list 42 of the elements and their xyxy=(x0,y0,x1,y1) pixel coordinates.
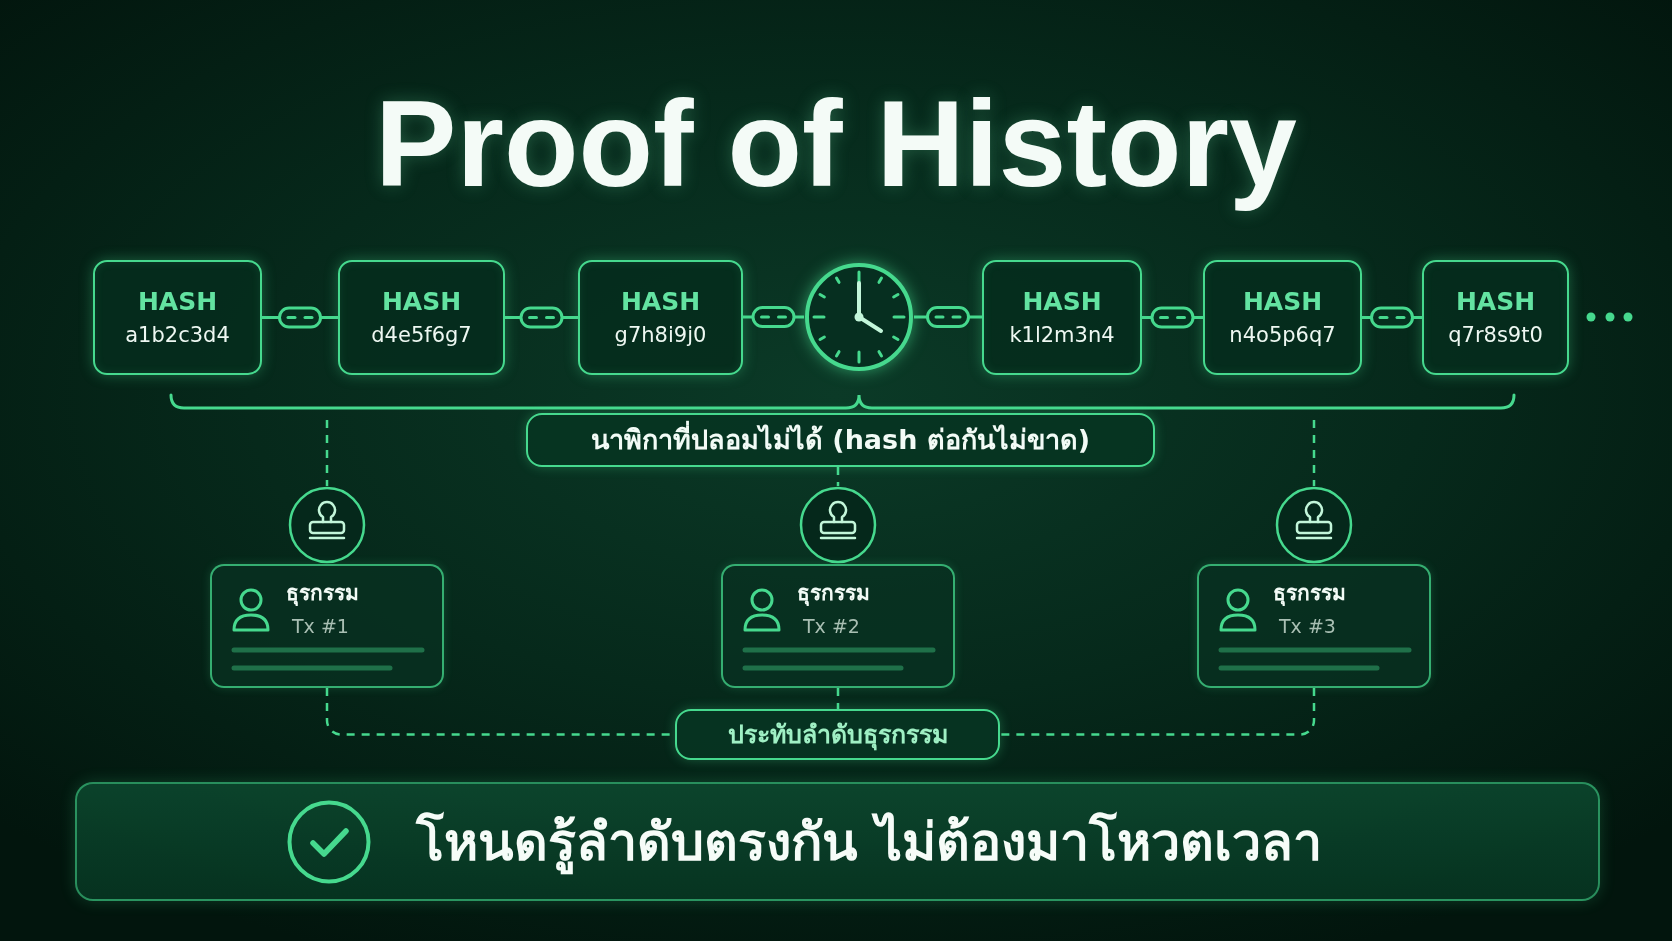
dashed-connector xyxy=(836,467,840,486)
hash-heading: HASH xyxy=(1022,286,1102,317)
hash-heading: HASH xyxy=(1455,286,1536,317)
hash-value: a1b2c3d4 xyxy=(125,321,230,349)
caption-panel xyxy=(526,413,1155,467)
caption-text: ประทับลำดับธุรกรรม xyxy=(727,718,948,753)
hash-value: n4o5p6q7 xyxy=(1229,321,1336,349)
hash-block xyxy=(93,260,262,375)
hash-block xyxy=(1203,260,1362,375)
dashed-connector xyxy=(325,420,329,486)
hash-block xyxy=(578,260,743,375)
hash-value: d4e5f6g7 xyxy=(371,321,472,349)
transaction-card xyxy=(210,564,444,688)
transaction-id: Tx #2 xyxy=(803,614,860,639)
summary-text: โหนดรู้ลำดับตรงกัน ไม่ต้องมาโหวตเวลา xyxy=(416,803,1323,880)
stamp-icon xyxy=(799,486,877,564)
hash-heading: HASH xyxy=(1242,286,1323,317)
hash-block xyxy=(982,260,1142,375)
caption-panel xyxy=(675,709,1000,760)
hash-heading: HASH xyxy=(620,286,701,317)
hash-heading: HASH xyxy=(137,286,218,317)
transaction-title: ธุรกรรม xyxy=(286,580,359,608)
hash-value: g7h8i9j0 xyxy=(614,321,707,349)
caption-text: นาพิกาที่ปลอมไม่ได้ (hash ต่อกันไม่ขาด) xyxy=(590,420,1091,460)
transaction-card xyxy=(721,564,955,688)
dashed-connector xyxy=(1000,688,1316,736)
summary-banner xyxy=(75,782,1600,901)
transaction-card xyxy=(1197,564,1431,688)
hash-block xyxy=(1422,260,1569,375)
stamp-icon xyxy=(1275,486,1353,564)
transaction-id: Tx #3 xyxy=(1279,614,1336,639)
stamp-icon xyxy=(288,486,366,564)
hash-value: k1l2m3n4 xyxy=(1009,321,1115,349)
dashed-connector xyxy=(1312,420,1316,486)
dashed-connector xyxy=(836,688,840,709)
hash-block xyxy=(338,260,505,375)
transaction-title: ธุรกรรม xyxy=(1273,580,1346,608)
transaction-id: Tx #1 xyxy=(292,614,349,639)
hash-value: q7r8s9t0 xyxy=(1448,321,1543,349)
clock-icon xyxy=(804,262,914,372)
hash-heading: HASH xyxy=(381,286,462,317)
transaction-title: ธุรกรรม xyxy=(797,580,870,608)
